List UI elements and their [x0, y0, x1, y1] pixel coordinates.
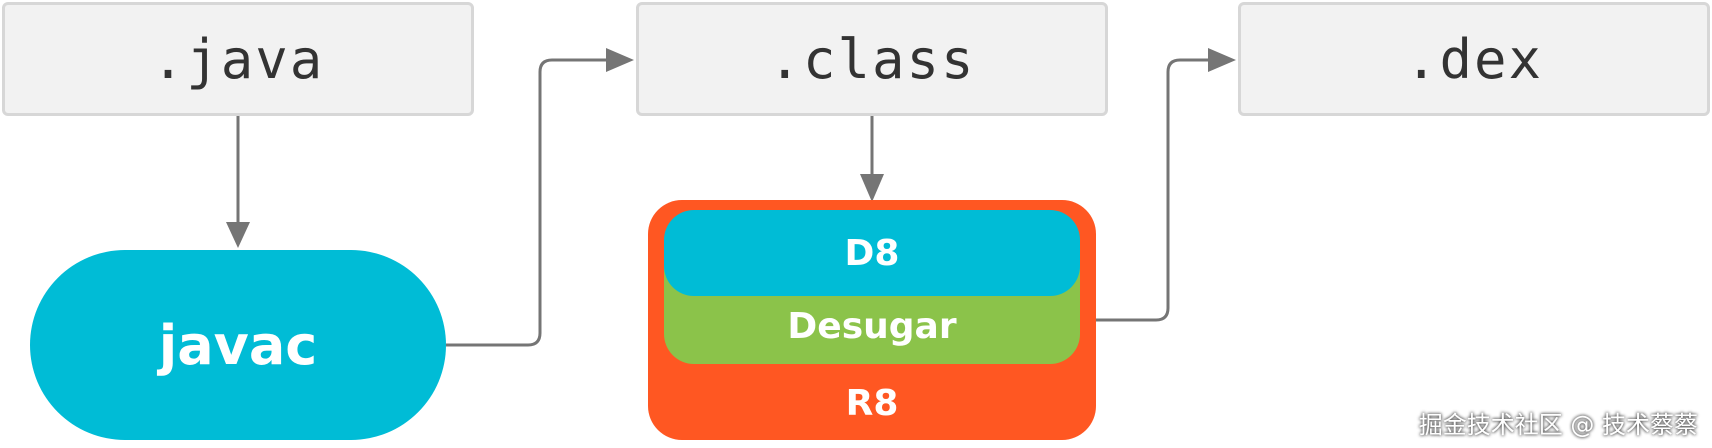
d8-label: D8 [844, 232, 900, 274]
java-file-label: .java [151, 27, 325, 91]
arrowhead-r8 [860, 174, 884, 202]
arrow-javac-to-class [446, 58, 608, 347]
class-file-label: .class [768, 27, 976, 91]
java-file-node: .java [2, 2, 474, 116]
arrowhead-class [606, 48, 634, 72]
desugar-label: Desugar [787, 305, 957, 347]
r8-label: R8 [845, 382, 899, 424]
d8-node: D8 [664, 210, 1080, 296]
class-file-node: .class [636, 2, 1108, 116]
arrowhead-javac [226, 222, 250, 248]
watermark: 掘金技术社区 @ 技术蔡蔡 [1418, 411, 1698, 439]
javac-label: javac [158, 313, 318, 377]
arrowhead-dex [1208, 48, 1236, 72]
javac-node: javac [30, 250, 446, 440]
dex-file-node: .dex [1238, 2, 1710, 116]
arrow-r8-to-dex [1096, 58, 1210, 322]
dex-file-label: .dex [1404, 27, 1544, 91]
